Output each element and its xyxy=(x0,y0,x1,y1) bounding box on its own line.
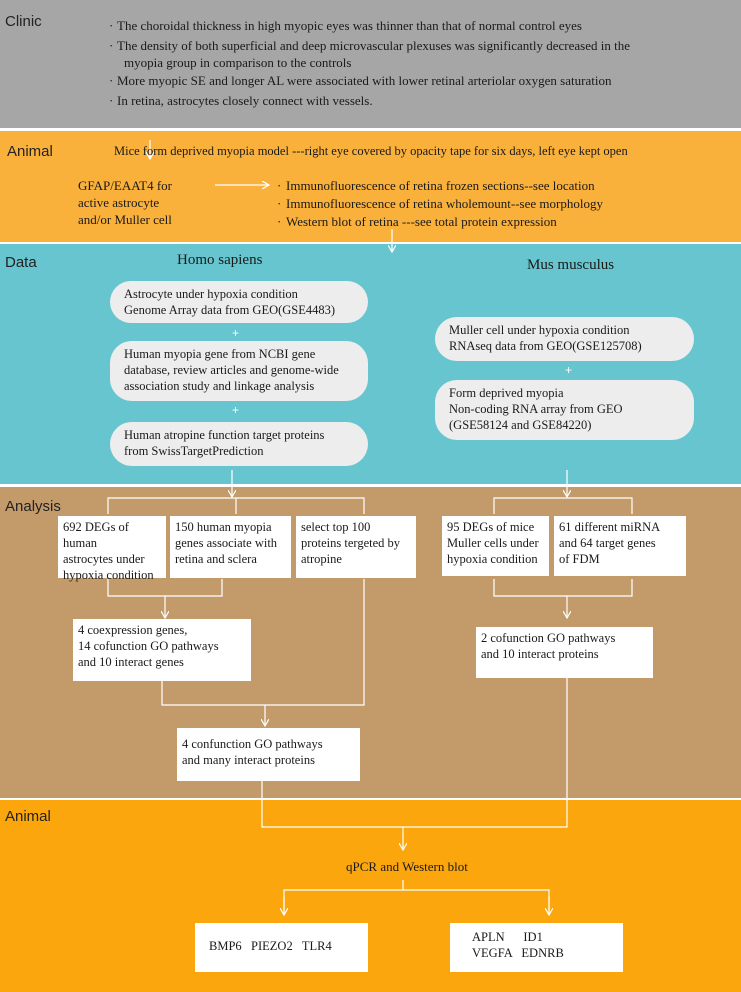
clinic-bullet-3: More myopic SE and longer AL were associ… xyxy=(117,73,612,88)
mouse-source-muller-line-2: RNAseq data from GEO(GSE125708) xyxy=(449,339,642,353)
mouse-degs-line-1: 95 DEGs of mice xyxy=(447,520,535,534)
mouse-source-fdm-line-3: (GSE58124 and GSE84220) xyxy=(449,418,592,432)
human-degs-line-3: hypoxia condition xyxy=(63,568,154,582)
clinic-bullet-2: The density of both superficial and deep… xyxy=(117,38,630,53)
clinic-section xyxy=(0,0,741,128)
mirna-box-line-2: and 64 target genes xyxy=(559,536,656,550)
human-source-astrocyte: Astrocyte under hypoxia condition Genome… xyxy=(110,281,368,323)
validation-method: qPCR and Western blot xyxy=(346,859,468,874)
human-title: Homo sapiens xyxy=(177,252,263,268)
human-source-myopia-line-3: association study and linkage analysis xyxy=(124,379,315,393)
animal-label: Animal xyxy=(7,143,53,160)
human-source-astrocyte-line-2: Genome Array data from GEO(GSE4483) xyxy=(124,303,336,317)
method-3: Western blot of retina ---see total prot… xyxy=(286,214,557,229)
clinic-bullet-2-mark: · xyxy=(109,38,114,53)
mouse-source-fdm: Form deprived myopia Non-coding RNA arra… xyxy=(435,380,694,440)
human-source-astrocyte-line-1: Astrocyte under hypoxia condition xyxy=(124,287,298,301)
human-myopia-box-line-3: retina and sclera xyxy=(175,552,257,566)
method-3-mark: · xyxy=(277,214,282,229)
mouse-source-fdm-line-2: Non-coding RNA array from GEO xyxy=(449,402,623,416)
right-genes-line-2: VEGFA EDNRB xyxy=(472,946,564,960)
human-merge-box: 4 coexpression genes, 14 cofunction GO p… xyxy=(73,619,251,681)
clinic-bullet-4-mark: · xyxy=(109,93,114,108)
plus-sign-1: + xyxy=(232,326,240,340)
marker-line-3: and/or Muller cell xyxy=(78,212,172,227)
mouse-source-muller-line-1: Muller cell under hypoxia condition xyxy=(449,323,630,337)
right-genes-line-1: APLN ID1 xyxy=(472,930,543,944)
human-merge-line-1: 4 coexpression genes, xyxy=(78,623,188,637)
right-genes-box: APLN ID1 VEGFA EDNRB xyxy=(450,923,623,972)
human-myopia-box-line-1: 150 human myopia xyxy=(175,520,272,534)
clinic-bullet-3-mark: · xyxy=(109,73,114,88)
human-degs-line-1: 692 DEGs of human xyxy=(63,520,129,550)
clinic-bullet-1: The choroidal thickness in high myopic e… xyxy=(117,18,582,33)
human-merge-line-2: 14 cofunction GO pathways xyxy=(78,639,219,653)
final-merge-box: 4 confunction GO pathways and many inter… xyxy=(177,728,360,781)
method-1: Immunofluorescence of retina frozen sect… xyxy=(286,178,595,193)
plus-sign-2: + xyxy=(232,403,240,417)
mirna-box: 61 different miRNA and 64 target genes o… xyxy=(554,516,686,576)
method-1-mark: · xyxy=(277,178,282,193)
clinic-bullet-2-cont: myopia group in comparison to the contro… xyxy=(124,55,352,70)
atropine-box-line-1: select top 100 xyxy=(301,520,371,534)
mouse-title: Mus musculus xyxy=(527,257,615,273)
marker-line-1: GFAP/EAAT4 for xyxy=(78,178,173,193)
human-myopia-box-line-2: genes associate with xyxy=(175,536,278,550)
clinic-bullet-1-mark: · xyxy=(109,18,114,33)
clinic-label: Clinic xyxy=(5,13,42,30)
human-degs-line-2: astrocytes under xyxy=(63,552,145,566)
data-label: Data xyxy=(5,254,37,271)
human-source-myopia-line-2: database, review articles and genome-wid… xyxy=(124,363,339,377)
human-source-atropine-line-2: from SwissTargetPrediction xyxy=(124,444,264,458)
plus-sign-3: + xyxy=(565,363,573,377)
human-merge-line-3: and 10 interact genes xyxy=(78,655,184,669)
mouse-degs-box: 95 DEGs of mice Muller cells under hypox… xyxy=(442,516,549,576)
animal-model-section xyxy=(0,131,741,242)
human-source-atropine: Human atropine function target proteins … xyxy=(110,422,368,466)
analysis-label: Analysis xyxy=(5,498,61,515)
mouse-source-fdm-line-1: Form deprived myopia xyxy=(449,386,564,400)
validation-label: Animal xyxy=(5,808,51,825)
mirna-box-line-3: of FDM xyxy=(559,552,600,566)
method-2: Immunofluorescence of retina wholemount-… xyxy=(286,196,603,211)
marker-line-2: active astrocyte xyxy=(78,195,160,210)
validation-section xyxy=(0,800,741,992)
atropine-box-line-3: atropine xyxy=(301,552,342,566)
human-source-myopia-line-1: Human myopia gene from NCBI gene xyxy=(124,347,316,361)
mouse-source-muller: Muller cell under hypoxia condition RNAs… xyxy=(435,317,694,361)
mouse-degs-line-3: hypoxia condition xyxy=(447,552,538,566)
left-genes-line: BMP6 PIEZO2 TLR4 xyxy=(209,939,332,953)
model-description: Mice form deprived myopia model ---right… xyxy=(114,144,628,158)
mirna-box-line-1: 61 different miRNA xyxy=(559,520,661,534)
human-degs-box: 692 DEGs of human astrocytes under hypox… xyxy=(58,516,166,582)
clinic-bullet-4: In retina, astrocytes closely connect wi… xyxy=(117,93,373,108)
atropine-proteins-box: select top 100 proteins tergeted by atro… xyxy=(296,516,416,578)
mouse-merge-line-1: 2 cofunction GO pathways xyxy=(481,631,616,645)
mouse-merge-line-2: and 10 interact proteins xyxy=(481,647,599,661)
mouse-degs-line-2: Muller cells under xyxy=(447,536,539,550)
mouse-merge-box: 2 cofunction GO pathways and 10 interact… xyxy=(476,627,653,678)
atropine-box-line-2: proteins tergeted by xyxy=(301,536,401,550)
human-source-atropine-line-1: Human atropine function target proteins xyxy=(124,428,325,442)
left-genes-box: BMP6 PIEZO2 TLR4 xyxy=(195,923,368,972)
method-2-mark: · xyxy=(277,196,282,211)
final-merge-line-2: and many interact proteins xyxy=(182,753,315,767)
human-source-myopia-genes: Human myopia gene from NCBI gene databas… xyxy=(110,341,368,401)
final-merge-line-1: 4 confunction GO pathways xyxy=(182,737,323,751)
human-myopia-genes-box: 150 human myopia genes associate with re… xyxy=(170,516,291,578)
